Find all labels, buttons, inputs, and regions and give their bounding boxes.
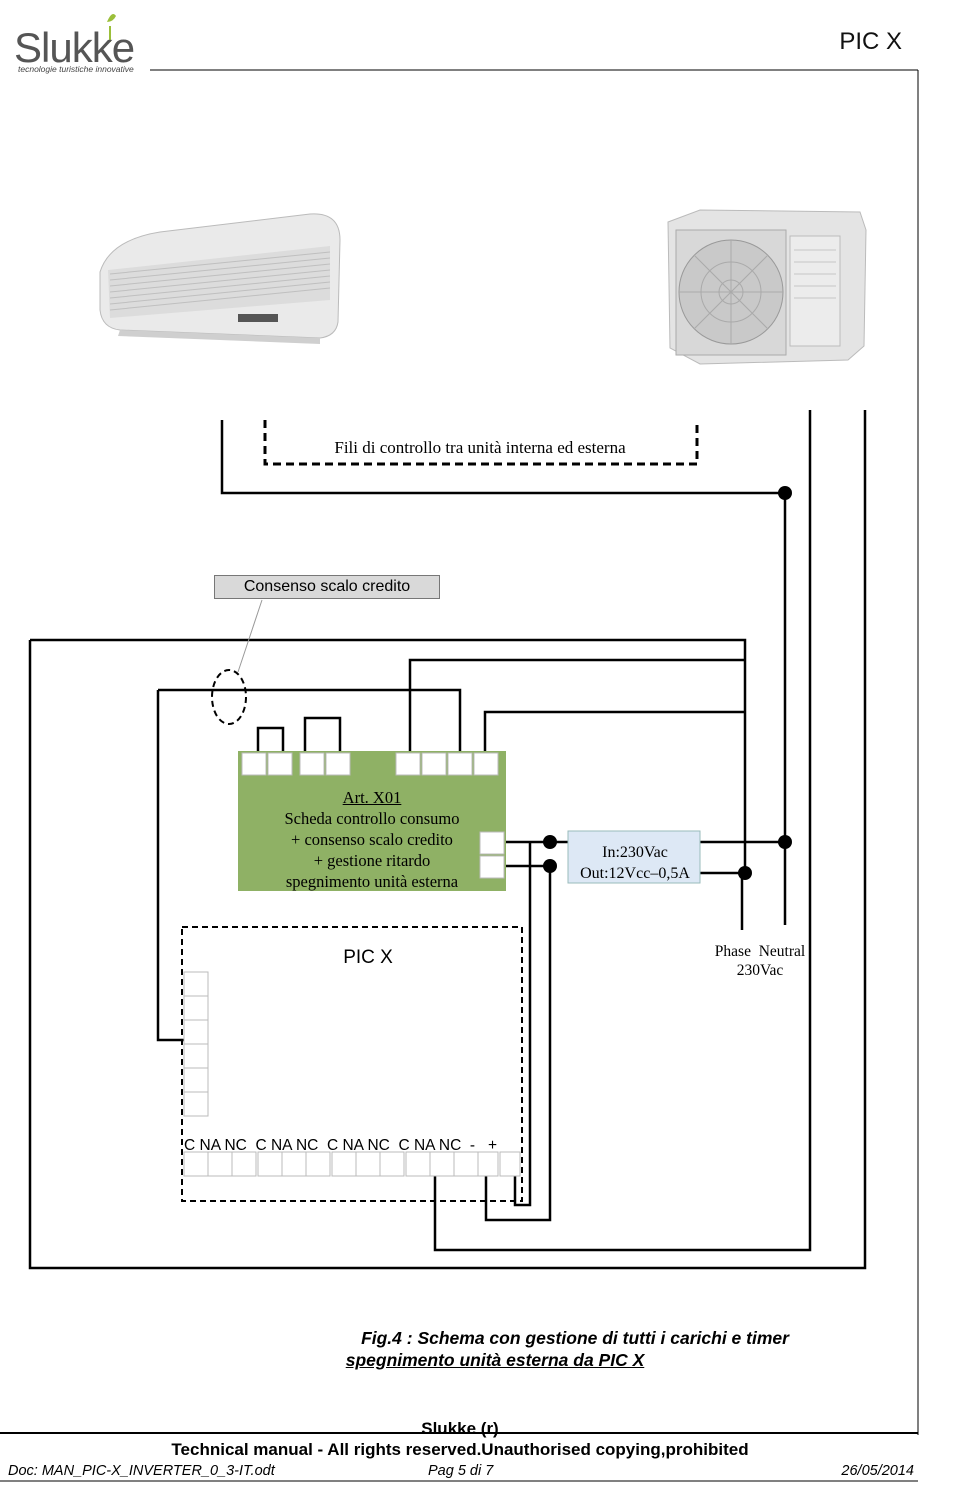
footer-doc-name: Doc: MAN_PIC-X_INVERTER_0_3-IT.odt xyxy=(8,1463,275,1479)
document-title: PIC X xyxy=(839,28,902,55)
psu-input: In:230Vac xyxy=(602,844,668,861)
board-line-3: + gestione ritardo xyxy=(313,851,431,870)
board-title: Art. X01 xyxy=(342,788,402,807)
footer-date: 26/05/2014 xyxy=(841,1463,914,1479)
caption-line-2: spegnimento unità esterna da PIC X xyxy=(345,1350,645,1370)
control-wires-dashed xyxy=(263,420,699,466)
logo-text: Slukke xyxy=(14,24,135,71)
footer-company: Slukke (r) xyxy=(421,1419,499,1438)
phase-neutral-label: Phase Neutral 230Vac xyxy=(700,942,820,980)
board-line-4: spegnimento unità esterna xyxy=(285,872,459,891)
picx-board-outline xyxy=(181,926,523,1202)
logo-leaf-icon xyxy=(107,14,116,42)
consenso-highlight-ellipse xyxy=(211,669,247,725)
logo-tagline: tecnologie turistiche innovative xyxy=(18,64,134,74)
board-description: Art. X01 Scheda controllo consumo + cons… xyxy=(236,787,508,892)
picx-label: PIC X xyxy=(343,947,393,968)
footer-rights: Technical manual - All rights reserved.U… xyxy=(171,1440,749,1459)
picx-left-terminals xyxy=(183,971,209,1117)
board-line-2: + consenso scalo credito xyxy=(291,830,453,849)
junction-dots xyxy=(543,486,792,880)
psu-output: Out:12Vcc–0,5A xyxy=(580,865,690,882)
board-terminals xyxy=(241,752,505,879)
power-supply-box xyxy=(567,830,701,884)
wires xyxy=(28,410,867,1270)
board-line-1: Scheda controllo consumo xyxy=(284,809,460,828)
slukke-logo xyxy=(12,8,162,78)
consenso-label: Consenso scalo credito xyxy=(214,575,440,599)
phase-neutral-text: Phase Neutral xyxy=(714,943,806,960)
consenso-pointer-line xyxy=(237,599,263,673)
caption-line-1: Fig.4 : Schema con gestione di tutti i c… xyxy=(361,1328,789,1348)
figure-caption: Fig.4 : Schema con gestione di tutti i c… xyxy=(0,1327,960,1371)
terminal-labels: C NA NC C NA NC C NA NC C NA NC - + xyxy=(184,1137,498,1154)
outdoor-ac-unit-icon xyxy=(667,209,867,365)
psu-description: In:230Vac Out:12Vcc–0,5A xyxy=(565,842,705,884)
footer-page-number: Pag 5 di 7 xyxy=(428,1463,494,1479)
indoor-ac-unit-icon xyxy=(99,213,341,344)
picx-bottom-terminals xyxy=(183,1151,521,1177)
control-wires-label: Fili di controllo tra unità interna ed e… xyxy=(334,438,626,457)
voltage-text: 230Vac xyxy=(736,962,784,979)
